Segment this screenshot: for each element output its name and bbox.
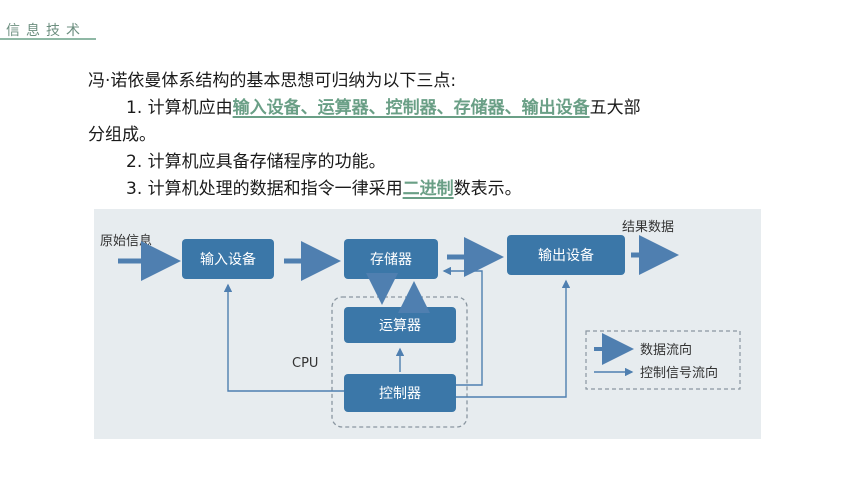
- input-device-label: 输入设备: [200, 251, 256, 268]
- point-1: 1. 计算机应由输入设备、运算器、控制器、存储器、输出设备五大部: [88, 95, 788, 122]
- control-unit-label: 控制器: [379, 386, 421, 402]
- output-device-label: 输出设备: [538, 247, 594, 264]
- point-3-prefix: 3. 计算机处理的数据和指令一律采用: [126, 179, 403, 199]
- point-3-suffix: 数表示。: [453, 179, 522, 199]
- alu-box: [344, 307, 456, 343]
- subject-header: 信息技术: [6, 23, 86, 39]
- memory-label: 存储器: [370, 252, 412, 268]
- legend-data-flow-label: 数据流向: [640, 342, 692, 358]
- cpu-label: CPU: [292, 356, 318, 371]
- control-arrow-to-input: [223, 283, 344, 392]
- point-1-continuation: 分组成。: [88, 125, 156, 145]
- point-2: 2. 计算机应具备存储程序的功能。: [126, 152, 386, 172]
- control-arrow-to-output: [456, 279, 571, 398]
- input-device-box: [182, 239, 274, 279]
- point-1-suffix: 五大部: [589, 98, 641, 118]
- legend-control-flow-label: 控制信号流向: [640, 365, 718, 381]
- von-neumann-diagram: 输入设备 存储器 输出设备 运算器 控制器 原始信息 结果数据 CPU 数据流向…: [94, 209, 761, 439]
- source-info-label: 原始信息: [100, 233, 152, 249]
- components-highlight[interactable]: 输入设备、运算器、控制器、存储器、输出设备: [232, 98, 590, 118]
- binary-highlight[interactable]: 二进制: [402, 179, 454, 199]
- point-1-prefix: 1. 计算机应由: [126, 98, 233, 118]
- point-3: 3. 计算机处理的数据和指令一律采用二进制数表示。: [88, 176, 788, 203]
- legend-box: [585, 330, 741, 390]
- diagram-svg: 输入设备 存储器 输出设备 运算器 控制器 原始信息 结果数据 CPU 数据流向…: [100, 220, 741, 428]
- content-text: 冯·诺依曼体系结构的基本思想可归纳为以下三点: 1. 计算机应由输入设备、运算器…: [88, 68, 788, 203]
- alu-label: 运算器: [379, 318, 421, 334]
- header-underline: [0, 38, 96, 40]
- memory-box: [344, 239, 438, 279]
- control-arrow-to-memory: [442, 266, 483, 386]
- output-device-box: [507, 235, 625, 275]
- intro-line: 冯·诺依曼体系结构的基本思想可归纳为以下三点:: [88, 71, 457, 91]
- control-unit-box: [344, 374, 456, 412]
- result-data-label: 结果数据: [622, 220, 674, 235]
